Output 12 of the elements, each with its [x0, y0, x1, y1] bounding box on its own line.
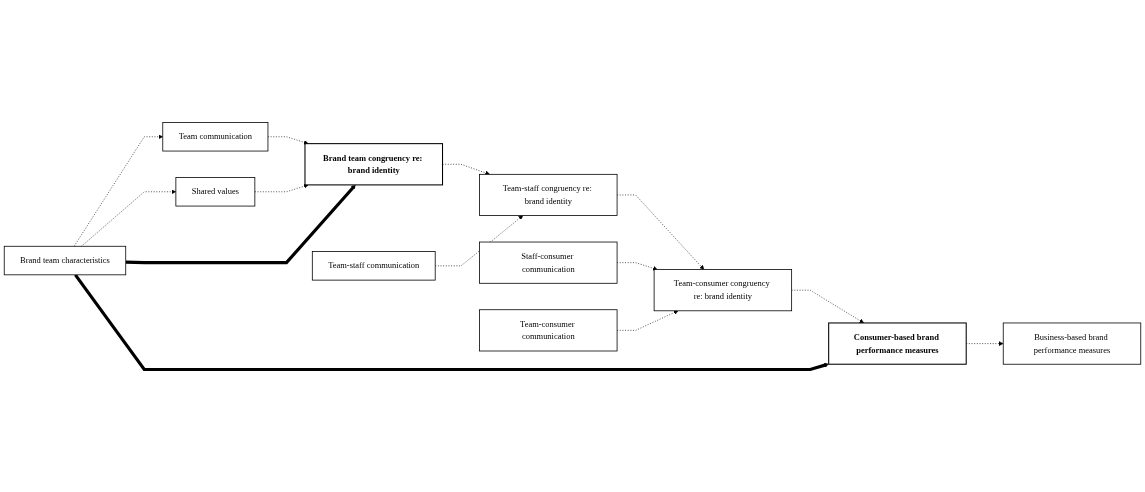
node-box: Team communication: [162, 122, 269, 152]
node-box: Team-staff congruency re: brand identity: [479, 173, 618, 216]
node-box: Brand team characteristics: [3, 245, 127, 276]
node-box: Staff-consumer communication: [479, 241, 618, 284]
node-box: Business-based brand performance measures: [1002, 322, 1142, 365]
node-box: Brand team congruency re: brand identity: [304, 143, 444, 186]
node-box: Consumer-based brand performance measures: [828, 322, 967, 365]
node-box: Team-consumer communication: [479, 309, 618, 352]
node-box: Shared values: [175, 177, 256, 207]
node-box: Team-consumer congruency re: brand identity: [653, 269, 793, 312]
node-box: Team-staff communication: [311, 251, 436, 281]
arrow: [74, 273, 829, 372]
